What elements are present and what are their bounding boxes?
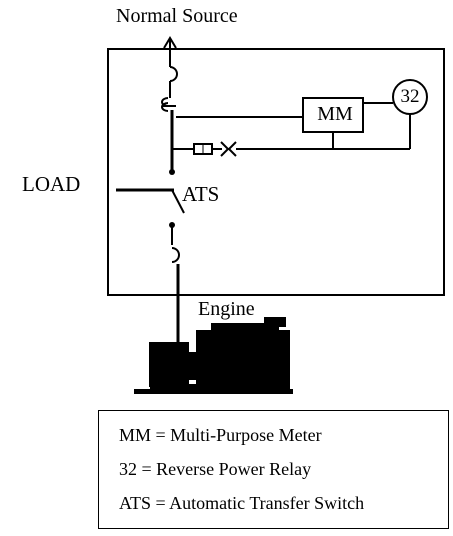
pt-coil-icon: [220, 141, 237, 157]
meter-label: MM: [317, 103, 353, 125]
enclosure-box: [107, 48, 445, 296]
normal-source-label: Normal Source: [116, 5, 238, 27]
legend-item-ats: ATS = Automatic Transfer Switch: [119, 493, 365, 513]
ats-pivot-dot: [169, 169, 175, 175]
legend-item-mm: MM = Multi-Purpose Meter: [119, 425, 322, 445]
legend-item-32: 32 = Reverse Power Relay: [119, 459, 312, 479]
engine-generator-icon: [134, 317, 293, 394]
relay-label: 32: [400, 86, 420, 107]
ats-blade-line: [171, 189, 185, 214]
current-transformer-icon: [161, 97, 176, 112]
load-label: LOAD: [22, 172, 81, 196]
ats-label: ATS: [182, 182, 220, 206]
meter-box: [302, 97, 364, 133]
upper-breaker-icon: [169, 66, 178, 82]
lower-breaker-icon: [171, 247, 180, 263]
engine-label: Engine: [198, 298, 255, 320]
legend-box: MM = Multi-Purpose Meter 32 = Reverse Po…: [98, 410, 449, 529]
